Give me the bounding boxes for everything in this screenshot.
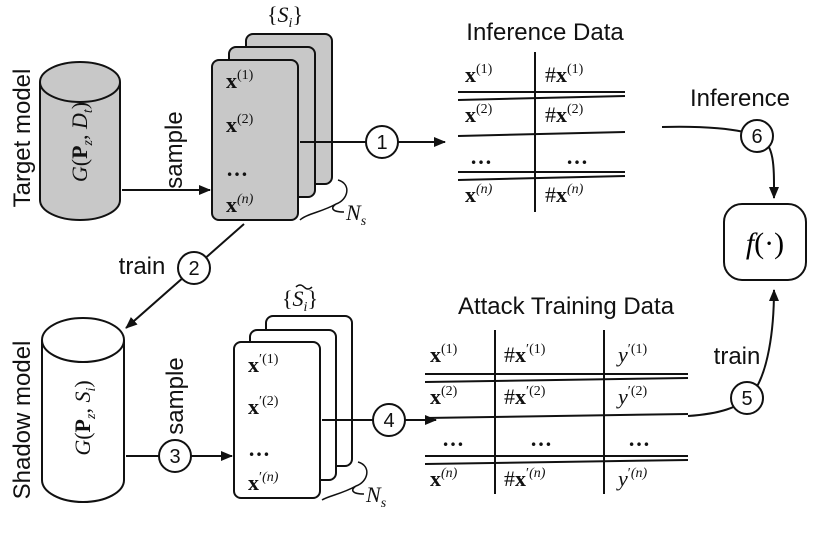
attack-row-2-label: y′(2) [616,384,647,409]
target-sample-stack [211,33,333,221]
inference-row-1-count: #x(1) [545,62,584,87]
attack-row-1-label: y′(1) [616,342,647,367]
inference-row-2-sample: x(2) [465,102,493,127]
target-stack-item-1: x(1) [226,68,254,93]
attack-row-1-count: #x′(1) [504,342,546,367]
step-3-number: 3 [169,446,180,468]
step-2-number: 2 [188,258,199,280]
shadow-stack-item-1: x′(1) [248,352,279,377]
step-3-badge: 3 [158,439,192,473]
shadow-set-label: {Si} [282,286,318,315]
shadow-set-tilde [295,284,313,290]
target-stack-item-n: x(n) [226,192,254,217]
inference-row-3-count: … [566,144,588,169]
shadow-sample-stack [233,315,353,499]
target-count-brace [299,179,348,221]
inference-table-grid [457,52,626,212]
attack-table-grid [424,330,689,494]
step-5-badge: 5 [730,381,764,415]
shadow-model-side-label: Shadow model [9,341,36,500]
target-set-label: {Si} [267,2,303,31]
target-model-side-label: Target model [9,69,36,208]
attack-row-4-label: y′(n) [616,466,647,491]
step-6-number: 6 [751,126,762,148]
shadow-model-cylinder [41,317,125,503]
attack-row-2-count: #x′(2) [504,384,546,409]
inference-row-3-sample: … [470,144,492,169]
inference-table-title: Inference Data [466,19,624,46]
shadow-sample-label: sample [162,357,189,434]
target-sample-label: sample [161,111,188,188]
step-4-number: 4 [383,410,394,432]
step-2-badge: 2 [177,251,211,285]
attack-row-2-sample: x(2) [430,384,458,409]
attack-row-3-label: … [628,426,650,451]
inference-row-2-count: #x(2) [545,102,584,127]
attack-row-4-sample: x(n) [430,466,458,491]
step-4-badge: 4 [372,403,406,437]
attack-function-label: f(·) [746,227,784,260]
step-1-badge: 1 [365,125,399,159]
shadow-stack-item-2: x′(2) [248,394,279,419]
train-label-step-2: train [119,253,166,280]
shadow-model-formula: G(Pz, Si) [70,380,99,455]
train-label-step-5: train [714,343,761,370]
shadow-stack-item-ellipsis: … [248,436,270,461]
inference-row-4-sample: x(n) [465,182,493,207]
target-stack-item-2: x(2) [226,112,254,137]
target-model-cylinder [39,61,121,221]
attack-table-title: Attack Training Data [458,293,675,320]
shadow-count-brace [321,461,368,501]
attack-row-4-count: #x′(n) [504,466,546,491]
attack-row-3-sample: … [442,426,464,451]
step-1-number: 1 [376,132,387,154]
step-5-number: 5 [741,388,752,410]
target-stack-item-ellipsis: … [226,156,248,181]
inference-row-1-sample: x(1) [465,62,493,87]
attack-row-1-sample: x(1) [430,342,458,367]
attack-function-box [723,203,807,281]
shadow-stack-item-n: x′(n) [248,470,279,495]
target-count-label: Ns [345,200,367,229]
shadow-count-label: Ns [365,482,387,511]
step-6-badge: 6 [740,119,774,153]
attack-row-3-count: … [530,426,552,451]
inference-row-4-count: #x(n) [545,182,584,207]
inference-label: Inference [690,85,790,112]
